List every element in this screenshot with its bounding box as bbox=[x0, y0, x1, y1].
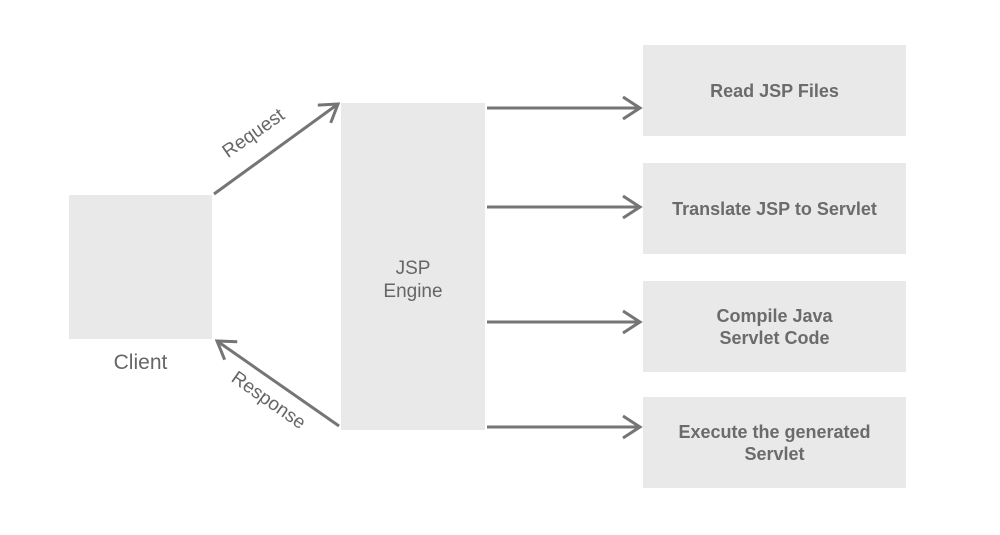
step-label: Execute the generated bbox=[678, 421, 871, 442]
step-label: Translate JSP to Servlet bbox=[672, 198, 877, 219]
step-label: Read JSP Files bbox=[710, 80, 839, 101]
jsp-engine-box bbox=[341, 103, 485, 430]
step-box-translate-jsp-to-servlet: Translate JSP to Servlet bbox=[643, 163, 906, 254]
request-arrow-label: Request bbox=[218, 104, 289, 163]
step-label: Compile Java bbox=[716, 305, 833, 326]
jsp-engine-label-line2: Engine bbox=[383, 281, 443, 302]
response-arrow-label: Response bbox=[227, 367, 310, 434]
client-box bbox=[69, 195, 212, 339]
step-box-read-jsp-files: Read JSP Files bbox=[643, 45, 906, 136]
step-box-compile-java-servlet-code: Compile Java Servlet Code bbox=[643, 281, 906, 372]
step-label-line2: Servlet bbox=[744, 443, 805, 464]
jsp-engine-label-line1: JSP bbox=[395, 258, 431, 279]
jsp-engine-label: JSP Engine bbox=[341, 257, 485, 303]
client-label: Client bbox=[113, 351, 168, 374]
step-box-execute-generated-servlet: Execute the generated Servlet bbox=[643, 397, 906, 488]
step-label-line2: Servlet Code bbox=[719, 327, 830, 348]
